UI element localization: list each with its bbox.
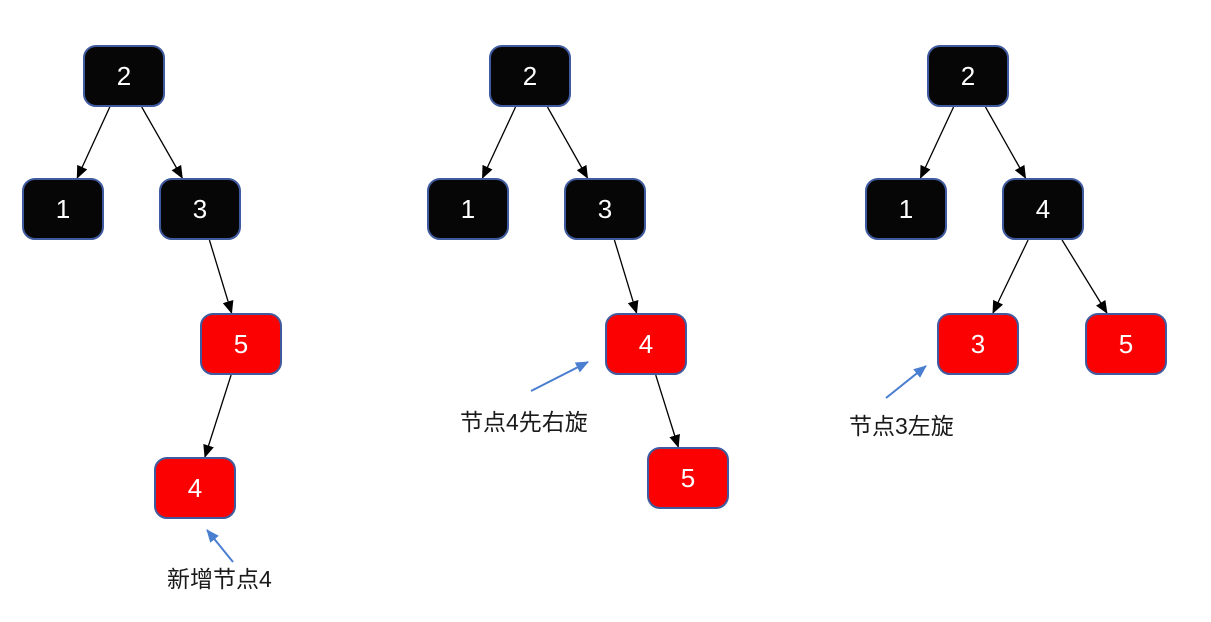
tree-node-value: 2: [522, 61, 538, 91]
tree-edge: [1061, 239, 1108, 314]
tree-node-1-black: 1: [22, 178, 104, 240]
tree-edge: [546, 106, 589, 179]
tree-node-value: 5: [1118, 329, 1134, 359]
annotation-label: 节点3左旋: [849, 413, 954, 439]
tree-node-1-black: 1: [865, 178, 947, 240]
tree-node-2-black: 2: [489, 45, 571, 107]
tree-node-5-red: 5: [647, 447, 729, 509]
tree-edge: [992, 239, 1029, 314]
tree-node-4-black: 4: [1002, 178, 1084, 240]
tree-node-3-black: 3: [564, 178, 646, 240]
annotation-arrow: [885, 365, 927, 399]
annotation-label: 节点4先右旋: [460, 409, 588, 435]
tree-node-value: 4: [638, 329, 654, 359]
tree-edge: [203, 374, 232, 458]
tree-edge: [76, 106, 111, 179]
tree-node-value: 2: [116, 61, 132, 91]
tree-edge: [481, 106, 517, 179]
tree-node-value: 3: [192, 194, 208, 224]
tree-edge: [919, 106, 955, 179]
annotation-label: 新增节点4: [167, 566, 272, 592]
tree-node-value: 5: [233, 329, 249, 359]
tree-node-value: 1: [898, 194, 914, 224]
tree-node-value: 1: [55, 194, 71, 224]
tree-node-value: 3: [970, 329, 986, 359]
tree-node-5-red: 5: [200, 313, 282, 375]
annotation-arrow: [206, 529, 234, 563]
tree-node-5-red: 5: [1085, 313, 1167, 375]
tree-node-value: 5: [680, 463, 696, 493]
tree-node-4-red: 4: [154, 457, 236, 519]
tree-edge: [655, 374, 680, 448]
tree-node-value: 3: [597, 194, 613, 224]
annotation-arrow: [530, 361, 589, 392]
tree-node-4-red: 4: [605, 313, 687, 375]
tree-node-value: 4: [187, 473, 203, 503]
tree-node-value: 1: [460, 194, 476, 224]
tree-node-value: 2: [960, 61, 976, 91]
tree-node-1-black: 1: [427, 178, 509, 240]
tree-edge: [984, 106, 1027, 179]
tree-node-value: 4: [1035, 194, 1051, 224]
tree-node-2-black: 2: [927, 45, 1009, 107]
tree-node-3-red: 3: [937, 313, 1019, 375]
tree-edge: [208, 239, 234, 314]
tree-node-3-black: 3: [159, 178, 241, 240]
tree-edge: [141, 106, 183, 179]
tree-node-2-black: 2: [83, 45, 165, 107]
tree-edge: [613, 239, 639, 314]
